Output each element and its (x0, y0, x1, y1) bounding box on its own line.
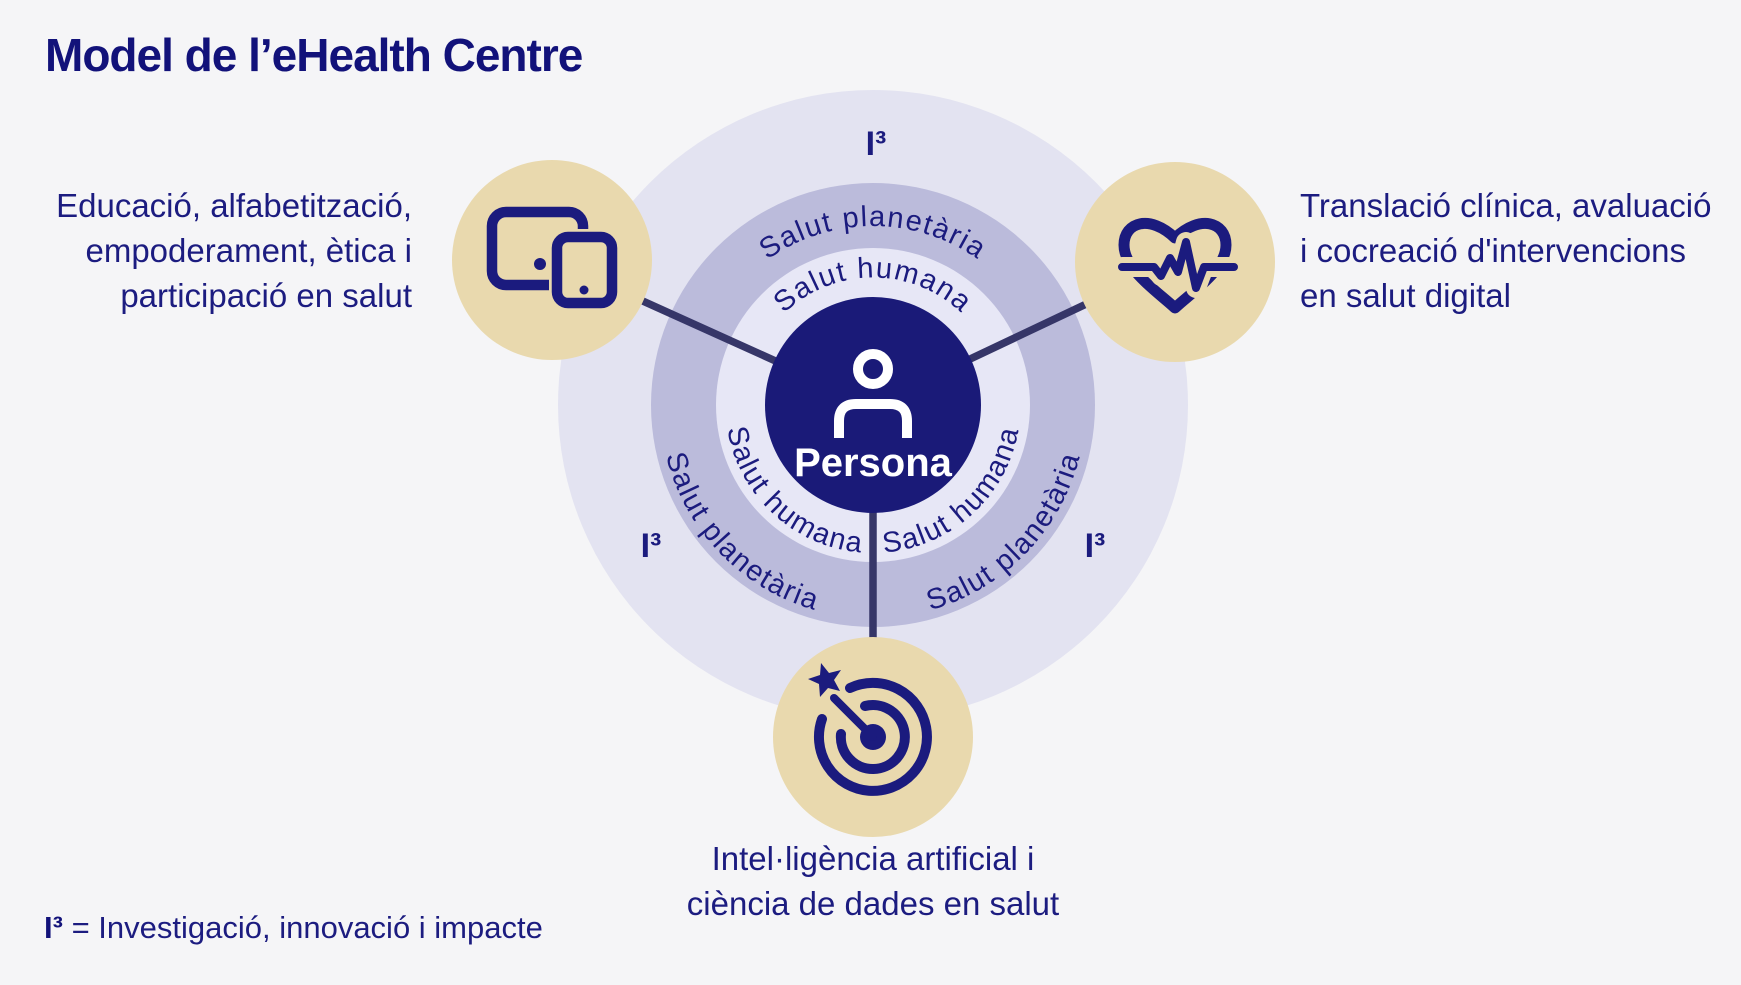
node-education (452, 160, 652, 360)
i3-label-bottom-right: I³ (1085, 527, 1106, 565)
footnote: I³ = Investigació, innovació i impacte (44, 910, 543, 946)
persona-label: Persona (794, 441, 953, 485)
person-icon (834, 349, 912, 438)
target-dart-icon (808, 663, 932, 796)
footnote-text: = Investigació, innovació i impacte (71, 910, 543, 945)
i3-label-bottom-left: I³ (641, 527, 662, 565)
heart-ecg-icon (1112, 217, 1244, 314)
node-ai (773, 637, 973, 837)
label-clinical: Translació clínica, avaluació i cocreaci… (1300, 187, 1712, 314)
footnote-symbol: I³ (44, 910, 63, 945)
label-education: Educació, alfabetització, empoderament, … (56, 187, 412, 314)
label-ai: Intel·ligència artificial i ciència de d… (686, 840, 1060, 922)
i3-label-top: I³ (866, 125, 887, 163)
node-clinical (1075, 162, 1275, 362)
devices-icon (486, 206, 619, 311)
page-title: Model de l’eHealth Centre (45, 29, 583, 81)
